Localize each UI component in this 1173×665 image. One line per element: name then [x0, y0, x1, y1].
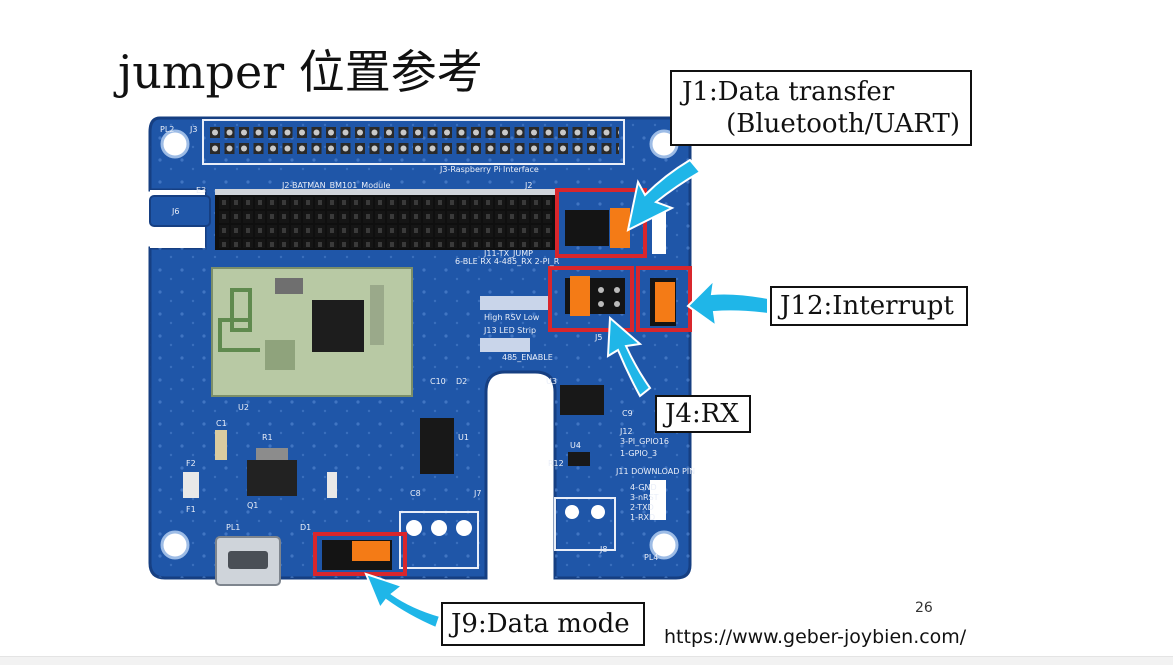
- pin-header-right: [652, 210, 666, 254]
- label-j8: J8: [599, 545, 607, 554]
- callout-j1-line1: J1:Data transfer: [682, 77, 895, 107]
- callout-j4: J4:RX: [655, 395, 751, 433]
- callout-j1: J1:Data transfer (Bluetooth/UART): [670, 70, 972, 146]
- label-rsv-caption: High RSV Low: [484, 313, 540, 322]
- label-u2: U2: [238, 403, 249, 412]
- label-q1: Q1: [247, 501, 258, 510]
- jumper-cap-j12: [655, 282, 675, 322]
- label-u4: U4: [570, 441, 581, 450]
- pin-header-download: [650, 480, 666, 520]
- fuse-f1: [183, 472, 199, 498]
- label-f2: F2: [186, 459, 196, 468]
- label-mode-caption: 6-BLE RX 4-485_RX 2-PI_R: [455, 257, 560, 266]
- gpio-header-outline: [202, 119, 625, 165]
- label-f1: F1: [186, 505, 196, 514]
- arrow-j1: [626, 158, 702, 232]
- label-r12: R12: [548, 459, 564, 468]
- label-pl2: PL2: [160, 125, 174, 134]
- label-e3: E3: [196, 186, 206, 195]
- label-c1: C1: [216, 419, 227, 428]
- module-chip: [312, 300, 364, 352]
- mounting-hole: [649, 530, 679, 560]
- label-pins-1: 1-RXD: [630, 513, 655, 522]
- label-header-caption: J3-Raspberry Pi Interface: [439, 165, 539, 174]
- pin-header-led: [480, 338, 530, 352]
- label-u3: U3: [546, 377, 557, 386]
- label-pl1: PL1: [226, 523, 240, 532]
- jumper-cap-j1: [610, 208, 630, 248]
- ic-u4: [568, 452, 590, 466]
- label-gpio-1: 1-GPIO_3: [620, 449, 657, 458]
- bottom-bar: [0, 656, 1173, 665]
- label-module-caption: J2-BATMAN_BM101_Module: [281, 181, 390, 190]
- arrow-j12: [686, 277, 769, 329]
- label-c9: C9: [622, 409, 633, 418]
- label-j3: J3: [189, 125, 197, 134]
- label-gpio-caption: J12: [619, 427, 633, 436]
- label-d2: D2: [456, 377, 467, 386]
- label-download-caption: J11 DOWNLOAD PIN: [615, 467, 695, 476]
- arrow-j4: [606, 315, 652, 398]
- ic-u3: [560, 385, 604, 415]
- highlight-j9: [313, 532, 407, 576]
- label-enable-caption: 485_ENABLE: [502, 353, 553, 362]
- pin-header-rsv: [480, 296, 550, 310]
- terminal-j7: [399, 511, 479, 569]
- mounting-hole: [160, 129, 190, 159]
- jumper-cap-j9: [352, 541, 390, 561]
- label-c10: C10: [430, 377, 446, 386]
- label-pins-3: 3-nRST: [630, 493, 659, 502]
- label-c8: C8: [410, 489, 421, 498]
- label-j7: J7: [473, 489, 481, 498]
- label-pins-4: 4-GND: [630, 483, 657, 492]
- highlight-j4: [548, 266, 634, 332]
- label-j2: J2: [524, 181, 532, 190]
- mounting-hole: [160, 530, 190, 560]
- jumper-cap-j4: [570, 276, 590, 316]
- label-pins-2: 2-TXD: [630, 503, 654, 512]
- label-r1: R1: [262, 433, 273, 442]
- label-jump-caption: J11-TX_JUMP: [483, 249, 533, 258]
- terminal-j8: [554, 497, 616, 551]
- ic-u1: [420, 418, 454, 474]
- label-led-caption: J13 LED Strip: [483, 326, 536, 335]
- tab-left: [149, 195, 211, 227]
- page-number: 26: [915, 600, 933, 616]
- source-url: https://www.geber-joybien.com/: [664, 626, 967, 648]
- label-pl4: PL4: [644, 553, 658, 562]
- callout-j1-line2: (Bluetooth/UART): [726, 109, 960, 139]
- slide-title: jumper 位置参考: [118, 45, 483, 99]
- gpio-header: [208, 125, 619, 159]
- highlight-j1: [555, 188, 647, 258]
- callout-j9: J9:Data mode: [441, 602, 645, 646]
- label-j6: J6: [171, 207, 179, 216]
- regulator: [247, 460, 297, 496]
- label-u1: U1: [458, 433, 469, 442]
- label-gpio-3: 3-PI_GPIO16: [620, 437, 669, 446]
- arrow-j9: [364, 572, 442, 630]
- highlight-j12: [636, 266, 692, 332]
- callout-j12: J12:Interrupt: [770, 286, 968, 326]
- label-d1: D1: [300, 523, 311, 532]
- label-j5: J5: [594, 333, 602, 342]
